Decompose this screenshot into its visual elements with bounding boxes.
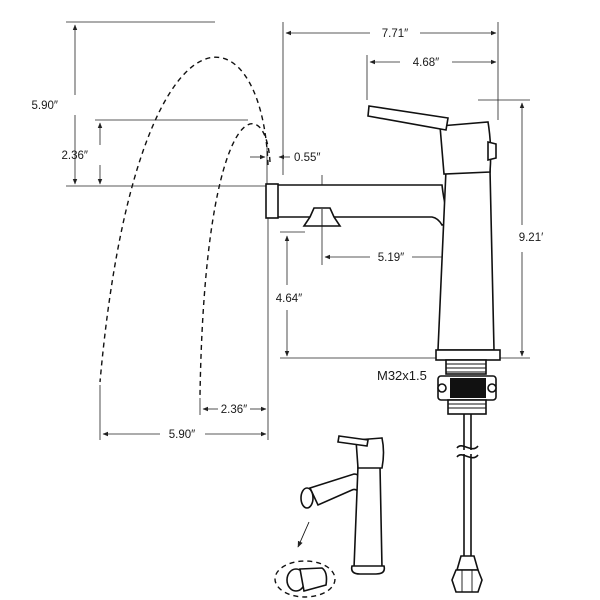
label-spray-height-max: 5.90″ bbox=[32, 100, 58, 112]
faucet-base bbox=[435, 349, 501, 361]
spray-arcs bbox=[99, 56, 271, 396]
label-aerator-offset: 0.55″ bbox=[294, 152, 320, 164]
faucet-body bbox=[437, 169, 495, 351]
dimension-labels: 7.71″ 4.68″ 5.90″ 2.36″ 0.55″ 9.21′ 5.19… bbox=[32, 28, 544, 441]
label-spray-reach-max: 5.90″ bbox=[169, 429, 195, 441]
label-spout-height: 4.64″ bbox=[276, 293, 302, 305]
label-spray-reach-min: 2.36″ bbox=[221, 404, 247, 416]
label-overall-width: 7.71″ bbox=[382, 28, 408, 40]
faucet-side-view bbox=[265, 105, 501, 361]
aerator-detail-body bbox=[299, 567, 328, 593]
threaded-shank-lower bbox=[447, 399, 487, 415]
hose-break-top bbox=[456, 445, 479, 450]
lever-handle bbox=[367, 105, 449, 131]
threaded-shank-upper bbox=[445, 359, 487, 375]
inset-aerator bbox=[300, 487, 314, 509]
inset-faucet bbox=[274, 435, 386, 598]
mounting-hardware bbox=[437, 359, 497, 593]
label-handle-to-back: 4.68″ bbox=[413, 57, 439, 69]
label-total-height: 9.21′ bbox=[519, 232, 544, 244]
hose-ferrule bbox=[455, 555, 480, 571]
inset-pointer-arrow bbox=[297, 521, 310, 548]
cap-button bbox=[487, 140, 497, 162]
hose-hex-nut bbox=[451, 569, 483, 593]
nut-grip bbox=[450, 378, 486, 398]
inset-spout bbox=[308, 473, 363, 507]
spray-arc-inner bbox=[199, 123, 271, 396]
label-thread-spec: M32x1.5 bbox=[377, 368, 427, 383]
aerator-detail-circle bbox=[274, 560, 336, 598]
nut-wing-left bbox=[437, 383, 447, 393]
inset-lever-handle bbox=[337, 435, 369, 447]
nut-wing-right bbox=[487, 383, 497, 393]
label-spray-height-min: 2.36″ bbox=[62, 150, 88, 162]
handle-cap bbox=[439, 121, 492, 175]
faucet-spout bbox=[274, 184, 454, 226]
label-spout-reach: 5.19″ bbox=[378, 252, 404, 264]
dimension-lines bbox=[66, 21, 530, 440]
aerator-tip bbox=[265, 183, 279, 219]
inset-base bbox=[350, 565, 386, 575]
spray-arc-outer bbox=[99, 56, 269, 383]
hose-break-bottom bbox=[456, 454, 479, 459]
inset-body bbox=[353, 465, 383, 569]
